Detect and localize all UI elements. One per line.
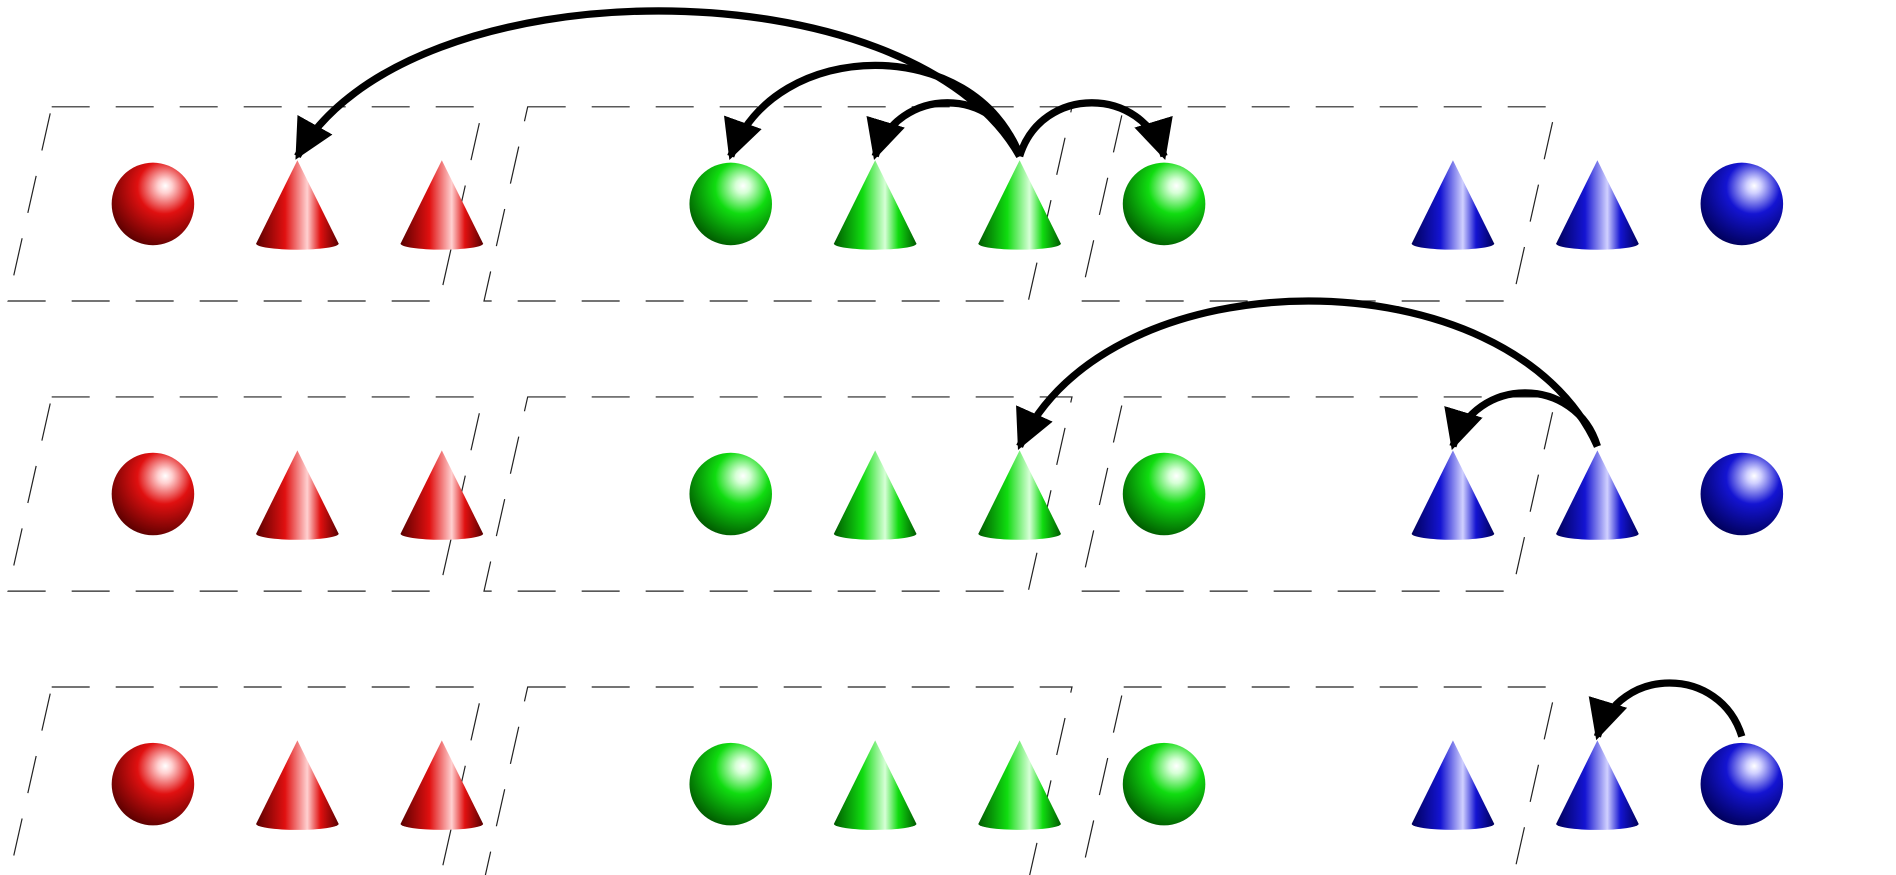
blue-cone [1411,160,1495,250]
panel-frame [483,396,1073,592]
shape-group-blue [1411,160,1784,250]
green-sphere [689,452,772,536]
green-cone [833,740,917,830]
panel-frame [7,106,484,302]
red-cone [400,740,484,830]
green-sphere [1122,452,1206,536]
panel-frame [8,686,484,875]
transition-arrow [1444,389,1601,451]
diagram-row [8,679,1784,875]
panel-frame [1080,686,1557,875]
blue-cone [1556,160,1639,250]
shape-group-red [111,740,484,830]
shape-group-red [111,160,484,250]
transition-arrow [1588,679,1746,741]
shape-group-blue [1411,740,1784,830]
blue-sphere [1700,452,1784,536]
panel-frame [1079,106,1557,302]
shape-group-blue [1411,450,1784,540]
blue-cone [1556,740,1639,830]
blue-cone [1411,740,1495,830]
transition-arrow [866,99,1024,161]
red-cone [400,450,484,540]
red-sphere [111,452,195,536]
diagram-row [7,7,1784,302]
diagram-row [7,297,1784,592]
green-cone [978,160,1061,250]
red-sphere [111,162,195,246]
shape-group-green [689,160,1206,250]
shape-group-red [111,450,484,540]
shape-group-green [689,450,1206,540]
green-cone [978,740,1061,830]
panel-frame [1079,396,1557,592]
green-cone [978,450,1061,540]
green-sphere [1122,742,1206,826]
transition-arrow [294,7,1023,160]
green-cone [833,450,917,540]
blue-sphere [1700,162,1784,246]
green-sphere [1122,162,1206,246]
panel-frame [7,396,484,592]
shape-group-green [689,740,1206,830]
transition-arrow [724,61,1024,160]
green-sphere [689,742,772,826]
panel-frame [484,686,1073,875]
transition-arrow [1016,297,1601,450]
red-cone [256,740,339,830]
red-cone [256,160,339,250]
blue-cone [1411,450,1495,540]
green-cone [833,160,917,250]
transition-arrow [1016,99,1173,161]
green-sphere [689,162,772,246]
red-cone [256,450,339,540]
blue-cone [1556,450,1639,540]
red-cone [400,160,484,250]
red-sphere [111,742,195,826]
blue-sphere [1700,742,1784,826]
panel-frame [483,106,1073,302]
